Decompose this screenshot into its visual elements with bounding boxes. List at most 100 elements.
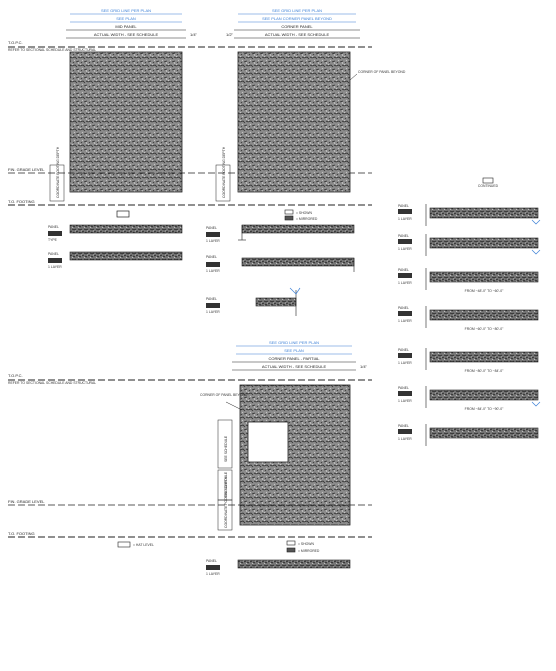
legend-shown: = SHOWN: [296, 211, 312, 215]
section-tag: PANEL: [398, 424, 409, 428]
opening-vert-tag-2: SEE SCHEDULE: [224, 471, 228, 498]
section-tag: PANEL: [206, 559, 217, 563]
right-detail: PANEL 1 LAYER FROM ~80'-0" TO ~84'-0": [398, 348, 539, 373]
mid-right-dim: 1/4": [190, 32, 198, 37]
mid-grade-label: FIN. GRADE LEVEL: [8, 167, 45, 172]
section-tag: PANEL: [48, 225, 59, 229]
section-tag: 1 LAYER: [398, 247, 412, 251]
dimension-arrow-icon: [531, 401, 541, 407]
opening-footing-label: T.O. FOOTING: [8, 531, 35, 536]
section-tag: TYPE: [48, 238, 58, 242]
opening-dim-plan: SEE PLAN: [284, 348, 304, 353]
corner-beyond-note: CORNER OF PANEL BEYOND: [358, 70, 406, 74]
opening-panel-label: CORNER PANEL - PARTIAL: [269, 356, 321, 361]
opening-beyond-note: CORNER OF PANEL BEYOND: [200, 393, 248, 397]
opening-legend-shown: = SHOWN: [298, 542, 314, 546]
tag-box-icon: [206, 565, 220, 570]
right-detail: PANEL 1 LAYER: [398, 234, 541, 256]
opening-tos-note: REFER TO SECTIONAL SCHEDULE AND STRUCTUR…: [8, 381, 96, 385]
section-tag: PANEL: [398, 234, 409, 238]
opening-legend-mirrored: = MIRRORED: [298, 549, 320, 553]
dimension-arrow-icon: [289, 287, 301, 295]
section-tag: 1 LAYER: [398, 281, 412, 285]
dimension-arrow-icon: [531, 219, 541, 225]
dimension-arrow-icon: [531, 249, 541, 255]
mid-dim-grid: SEE GRID LINE PER PLAN: [101, 8, 151, 13]
tag-box-icon: [398, 311, 412, 316]
corner-dim-grid: SEE GRID LINE PER PLAN: [272, 8, 322, 13]
upper-legends: = SHOWN = MIRRORED CONTINUED: [116, 177, 499, 221]
corner-panel-body: [237, 51, 351, 193]
corner-panel-label: CORNER PANEL: [281, 24, 313, 29]
section-tag: 1 LAYER: [206, 269, 220, 273]
tag-box-icon: [48, 258, 62, 263]
tag-box-icon: [398, 209, 412, 214]
section-tag: PANEL: [398, 348, 409, 352]
right-detail: PANEL 1 LAYER FROM ~84'-0" TO ~90'-0": [398, 386, 541, 411]
section-tag: PANEL: [206, 255, 217, 259]
right-detail-note: FROM ~84'-0" TO ~90'-0": [465, 407, 504, 411]
right-detail-note: FROM ~48'-0" TO ~60'-0": [465, 289, 504, 293]
section-tag: 1 LAYER: [206, 310, 220, 314]
section-tag: PANEL: [206, 226, 217, 230]
section-tag: 1 LAYER: [398, 319, 412, 323]
section-tag: PANEL: [398, 268, 409, 272]
tag-box-icon: [206, 303, 220, 308]
tag-box-icon: [398, 353, 412, 358]
section-tag: PANEL: [398, 204, 409, 208]
section-tag: 1 LAYER: [398, 437, 412, 441]
legend-swatch-icon: [284, 215, 294, 221]
mid-footing-label: T.O. FOOTING: [8, 199, 35, 204]
opening-vert-tag-1: SEE SCHEDULE: [224, 435, 228, 462]
legend-mirrored: = MIRRORED: [296, 217, 318, 221]
right-detail-note: FROM ~80'-0" TO ~84'-0": [465, 369, 504, 373]
tag-box-icon: [398, 239, 412, 244]
section-tag: 1 LAYER: [48, 265, 62, 269]
section-tag: 1 LAYER: [398, 399, 412, 403]
opening-right-dim: 1/4": [360, 364, 368, 369]
tag-box-icon: [398, 273, 412, 278]
tag-box-icon: [398, 429, 412, 434]
corner-vert-tag: COORDINATE FOOTING DEPTH: [222, 146, 226, 198]
section-tag: 1 LAYER: [206, 572, 220, 576]
section-tag: PANEL: [48, 252, 59, 256]
legend-swatch-icon: [286, 540, 296, 546]
legend-swatch-icon: [284, 209, 294, 215]
section-strips-mid: PANEL 1 LAYER PANEL 1 LAYER PANEL 1 LAYE…: [206, 224, 355, 316]
opening-vert-tag-3: COORDINATE FOOTING DEPTH: [224, 476, 228, 528]
section-strips-left: PANEL TYPE PANEL 1 LAYER: [48, 224, 183, 269]
typical-note: CONTINUED: [478, 184, 499, 188]
corner-dim-plan: SEE PLAN CORNER PANEL BEYOND: [262, 16, 332, 21]
opening-tos-label: T.O.P.C.: [8, 373, 23, 378]
mid-tos-note: REFER TO SECTIONAL SCHEDULE AND STRUCTUR…: [8, 48, 96, 52]
section-tag: PANEL: [206, 297, 217, 301]
mid-tos-label: T.O.P.C.: [8, 40, 23, 45]
panel-opening: [247, 421, 289, 463]
section-tag: 1 LAYER: [206, 239, 220, 243]
section-tag: 1 LAYER: [398, 217, 412, 221]
right-detail: PANEL 1 LAYER: [398, 204, 541, 226]
tag-box-icon: [206, 232, 220, 237]
section-tag: PANEL: [398, 386, 409, 390]
mid-actual-width: ACTUAL WIDTH - SEE SCHEDULE: [94, 32, 159, 37]
opening-grade-label: FIN. GRADE LEVEL: [8, 499, 45, 504]
legend-swatch-icon: [117, 541, 131, 548]
mid-panel-label: MID PANEL: [115, 24, 137, 29]
elevation-corner-panel: SEE GRID LINE PER PLAN SEE PLAN CORNER P…: [215, 8, 406, 202]
section-marker-icon: [482, 177, 494, 184]
opening-legend-key: = HAT LEVEL: [133, 543, 154, 547]
mid-dim-plan: SEE PLAN: [116, 16, 136, 21]
tag-box-icon: [48, 231, 62, 236]
mid-panel-body: [69, 51, 183, 193]
opening-actual-width: ACTUAL WIDTH - SEE SCHEDULE: [262, 364, 327, 369]
tag-box-icon: [398, 391, 412, 396]
right-detail: PANEL 1 LAYER FROM ~48'-0" TO ~60'-0": [398, 268, 539, 293]
elevation-opening-panel: SEE GRID LINE PER PLAN SEE PLAN CORNER P…: [8, 340, 372, 576]
section-tag: 1 LAYER: [398, 361, 412, 365]
corner-actual-width: ACTUAL WIDTH - SEE SCHEDULE: [265, 32, 330, 37]
section-marker-icon: [116, 210, 130, 218]
tag-box-icon: [206, 262, 220, 267]
section-tag: PANEL: [398, 306, 409, 310]
